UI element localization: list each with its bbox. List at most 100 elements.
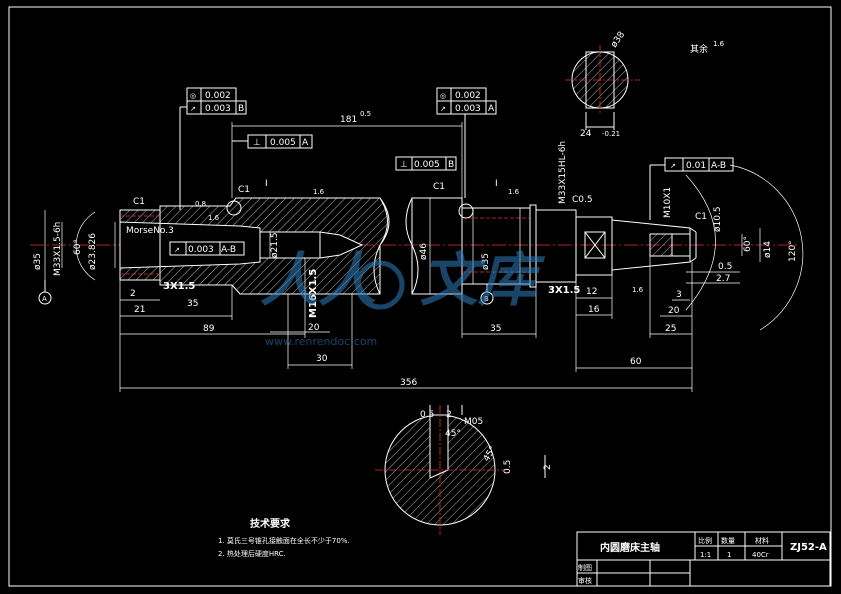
detail-label-left: I <box>265 179 268 189</box>
dim-05: 0.5 <box>718 262 732 272</box>
chamfer-mid: C1 <box>238 185 250 195</box>
dim-20a: 20 <box>308 323 320 333</box>
section-view-top: 24 -0.21 ø38 <box>565 30 640 139</box>
dia-215: ø21.5 <box>270 232 280 258</box>
chamfer-c05: C0.5 <box>572 195 593 205</box>
datum-b: B <box>480 284 494 305</box>
rest-roughness-value: 1.6 <box>713 40 725 48</box>
rest-roughness: 其余 <box>690 43 708 55</box>
qty-value: 1 <box>727 551 731 559</box>
dim-181-tol: 0.5 <box>360 110 371 118</box>
svg-text:⊥: ⊥ <box>253 138 261 148</box>
watermark: 人人 文库 www.renrendoc.com <box>260 246 546 348</box>
material-value: 40Cr <box>752 551 769 559</box>
dim-356: 356 <box>400 378 417 388</box>
svg-text:B: B <box>238 104 244 114</box>
svg-text:A: A <box>42 295 47 303</box>
scale-label: 比例 <box>698 536 712 545</box>
watermark-url: www.renrendoc.com <box>265 335 377 348</box>
svg-text:1.6: 1.6 <box>208 214 220 222</box>
svg-text:A: A <box>302 138 309 148</box>
angle-120: 120° <box>788 240 798 262</box>
chamfer-far-right: C1 <box>695 212 707 222</box>
break-line-left <box>373 197 390 295</box>
dim-21: 21 <box>134 305 145 315</box>
sec-m05: M05 <box>464 417 483 427</box>
dim-35a: 35 <box>187 299 198 309</box>
datum-a: A <box>38 280 52 305</box>
part-name: 内圆磨床主轴 <box>600 541 660 554</box>
chamfer-left: C1 <box>133 197 145 207</box>
svg-text:0.002: 0.002 <box>205 91 231 101</box>
thread-m10: M10X1 <box>663 187 673 218</box>
tolerance-frame-mid: ◎ 0.002 ↗ 0.003 A <box>436 87 497 198</box>
detail-label-mid: I <box>495 179 498 189</box>
undercut-mid: 3X1.5 <box>548 285 580 296</box>
svg-text:1.6: 1.6 <box>508 188 520 196</box>
scale-value: 1:1 <box>700 551 711 559</box>
svg-text:0.005: 0.005 <box>270 138 296 148</box>
notes-item-2: 2. 热处理后硬度HRC. <box>218 549 286 558</box>
svg-text:↗: ↗ <box>190 105 196 113</box>
chamfer-right: C1 <box>433 182 445 192</box>
sec-05b: 0.5 <box>503 460 513 474</box>
sec-2b: 2 <box>543 464 553 470</box>
tolerance-frame-perp-mid: ⊥ 0.005 B <box>395 156 457 171</box>
dim-16: 16 <box>588 305 600 315</box>
tolerance-frame-right: ↗ 0.01 A-B <box>649 157 734 220</box>
thread-m16: M16X1.5 <box>308 269 319 318</box>
svg-text:0.002: 0.002 <box>455 91 481 101</box>
svg-text:0.01: 0.01 <box>686 161 706 171</box>
angle-60-left: 60° <box>73 239 83 255</box>
svg-text:↗: ↗ <box>670 162 676 170</box>
tolerance-frame-perp-top: ⊥ 0.005 A <box>232 134 313 149</box>
svg-text:B: B <box>484 295 489 303</box>
sec-2: 2 <box>446 410 452 420</box>
svg-text:A-B: A-B <box>221 245 236 255</box>
dim-24-tol: -0.21 <box>602 130 620 138</box>
svg-text:1.6: 1.6 <box>313 188 325 196</box>
svg-text:0.005: 0.005 <box>414 160 440 170</box>
svg-text:0.003: 0.003 <box>455 104 481 114</box>
svg-text:文库: 文库 <box>420 246 546 314</box>
dia-left: ø35 <box>33 253 43 270</box>
tolerance-frame-left: ◎ 0.002 ↗ 0.003 B <box>179 87 247 210</box>
material-label: 材料 <box>755 536 769 545</box>
svg-text:↗: ↗ <box>440 105 446 113</box>
dim-30: 30 <box>316 354 328 364</box>
svg-text:A-B: A-B <box>711 161 726 171</box>
dim-20b: 20 <box>668 306 680 316</box>
dim-12: 12 <box>586 287 597 297</box>
detail-circle-mid <box>458 203 474 219</box>
morse-label: MorseNo.3 <box>126 226 174 236</box>
section-view-bottom: 0.5 2 M05 45° 45° 0.5 2 <box>375 405 553 535</box>
checked-label: 审核 <box>578 576 592 585</box>
svg-text:0.003: 0.003 <box>205 104 231 114</box>
dim-35b: 35 <box>490 324 501 334</box>
dim-27: 2.7 <box>716 274 730 284</box>
detail-circle-left <box>226 200 242 216</box>
dia-105: ø10.5 <box>713 206 723 232</box>
dia-14: ø14 <box>763 241 773 258</box>
svg-text:1.6: 1.6 <box>632 286 644 294</box>
svg-text:↗: ↗ <box>174 246 180 254</box>
angle-60-right: 60° <box>743 236 753 252</box>
qty-label: 数量 <box>721 536 735 545</box>
dim-25: 25 <box>665 324 676 334</box>
title-block: 内圆磨床主轴 比例 数量 材料 1:1 1 40Cr ZJ52-A 制图 审核 <box>576 531 831 587</box>
svg-text:0.003: 0.003 <box>188 245 214 255</box>
notes-title: 技术要求 <box>250 517 291 530</box>
svg-text:◎: ◎ <box>190 92 196 100</box>
technical-notes: 技术要求 1. 莫氏三号锥孔接触面在全长不少于70%. 2. 热处理后硬度HRC… <box>218 517 350 558</box>
tolerance-frame-inner: ↗ 0.003 A-B <box>169 241 245 256</box>
notes-item-1: 1. 莫氏三号锥孔接触面在全长不少于70%. <box>218 536 350 545</box>
undercut-left: 3X1.5 <box>163 281 195 292</box>
dia-mid: ø35 <box>481 253 491 270</box>
svg-text:0.8: 0.8 <box>195 200 206 208</box>
dim-89: 89 <box>203 324 215 334</box>
sec-45: 45° <box>445 429 461 439</box>
svg-text:B: B <box>448 160 454 170</box>
sec-05: 0.5 <box>420 410 434 420</box>
dia-46: ø46 <box>419 243 429 260</box>
